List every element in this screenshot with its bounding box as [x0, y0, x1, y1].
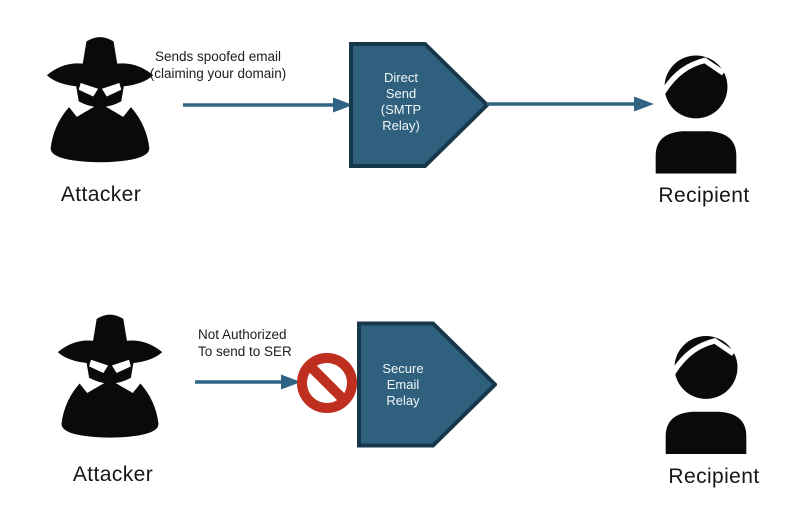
recipient-label: Recipient: [658, 184, 750, 207]
attacker-spy-icon: [57, 314, 163, 438]
node-line: (SMTP: [380, 102, 422, 117]
node-line: Relay): [382, 118, 420, 133]
node-line: Direct: [384, 70, 418, 85]
spoofed-email-annotation: Sends spoofed email (claiming your domai…: [148, 48, 288, 82]
node-line: Send: [385, 86, 417, 101]
annotation-line: Not Authorized: [198, 327, 287, 342]
attacker-label: Attacker: [72, 463, 154, 486]
attacker-blocked-arrow: [195, 374, 301, 390]
attacker-to-relay-arrow: [183, 97, 353, 113]
not-authorized-annotation: Not Authorized To send to SER: [198, 326, 338, 360]
secure-email-relay-node-label: Secure Email Relay: [353, 361, 453, 409]
recipient-person-icon: [655, 55, 737, 174]
attacker-spy-icon: [46, 37, 154, 163]
node-line: Relay: [386, 393, 420, 408]
annotation-line: Sends spoofed email: [154, 49, 282, 64]
direct-send-node-label: Direct Send (SMTP Relay): [351, 70, 451, 134]
recipient-person-icon: [665, 336, 747, 454]
recipient-label: Recipient: [668, 465, 760, 488]
annotation-line: (claiming your domain): [149, 66, 287, 81]
node-line: Email: [386, 377, 420, 392]
attacker-label: Attacker: [60, 183, 142, 206]
relay-to-recipient-arrow: [487, 96, 654, 112]
node-line: Secure: [382, 361, 424, 376]
direct-send-node: [349, 42, 489, 168]
annotation-line: To send to SER: [198, 344, 292, 359]
no-entry-icon: [297, 353, 357, 413]
secure-email-relay-node: [357, 321, 497, 448]
